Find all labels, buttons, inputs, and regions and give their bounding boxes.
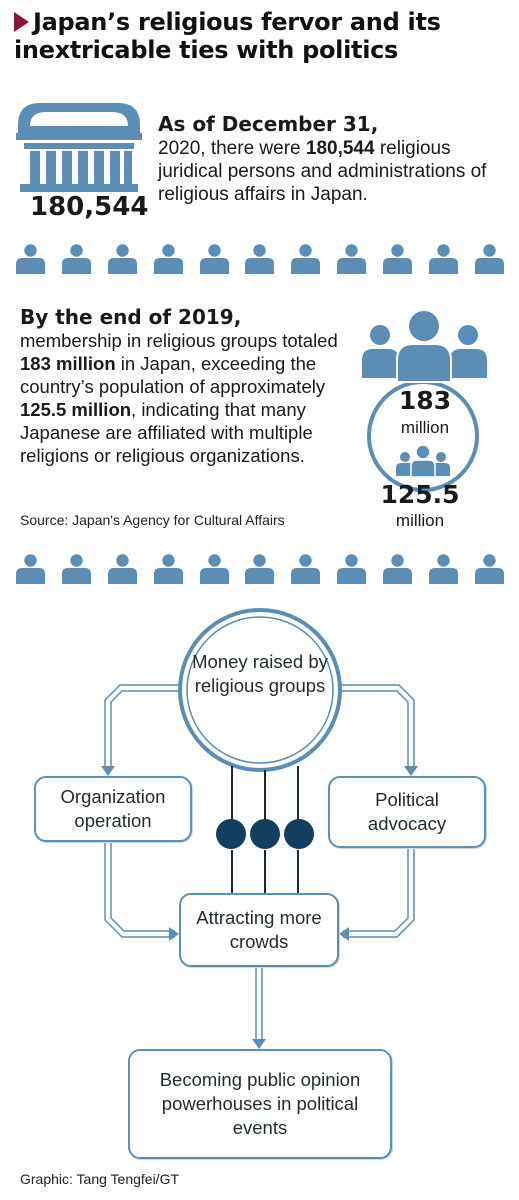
people-row-1: [16, 244, 504, 274]
person-icon: [16, 554, 45, 584]
title-marker-icon: [14, 12, 29, 32]
person-icon: [429, 244, 458, 274]
person-icon: [337, 244, 366, 274]
page-title: Japan’s religious fervor and its inextri…: [14, 8, 441, 64]
person-icon: [429, 554, 458, 584]
money-raised-label: Money raised by religious groups: [192, 651, 328, 696]
person-icon: [337, 554, 366, 584]
population-unit: million: [395, 511, 445, 530]
political-advocacy-box: Political advocacy: [328, 776, 486, 848]
person-icon: [62, 244, 91, 274]
person-icon: [200, 244, 229, 274]
membership-unit: million: [400, 418, 450, 437]
attracting-crowds-label: Attracting more crowds: [196, 907, 322, 952]
person-icon: [108, 554, 137, 584]
people-row-2: [16, 554, 504, 584]
person-icon: [154, 554, 183, 584]
person-icon: [245, 554, 274, 584]
membership-circle-icon: [362, 309, 487, 492]
membership-number: 183: [398, 386, 452, 415]
person-icon: [291, 244, 320, 274]
coin-dots: [216, 819, 314, 849]
population-number: 125.5: [380, 480, 460, 509]
person-icon: [200, 554, 229, 584]
money-circle: [178, 608, 342, 772]
political-advocacy-label: Political advocacy: [367, 789, 447, 834]
organization-operation-label: Organization operation: [60, 786, 166, 831]
organization-operation-box: Organization operation: [34, 776, 192, 842]
flow-arrowheads: [101, 766, 418, 1049]
public-opinion-label: Becoming public opinion powerhouses in p…: [159, 1069, 361, 1138]
person-icon: [475, 554, 504, 584]
person-icon: [245, 244, 274, 274]
small-people-icon: [396, 444, 450, 478]
person-icon: [108, 244, 137, 274]
graphic-credit: Graphic: Tang Tengfei/GT: [20, 1171, 180, 1187]
person-icon: [62, 554, 91, 584]
person-icon: [383, 244, 412, 274]
flow-connectors: [104, 684, 415, 1040]
person-icon: [383, 554, 412, 584]
stat2-text: By the end of 2019, membership in religi…: [20, 305, 338, 467]
person-icon: [475, 244, 504, 274]
stat1-text: As of December 31, 2020, there were 180,…: [158, 112, 487, 206]
religious-persons-count: 180,544: [30, 192, 149, 222]
person-icon: [291, 554, 320, 584]
source-note: Source: Japan's Agency for Cultural Affa…: [20, 512, 285, 528]
public-opinion-box: Becoming public opinion powerhouses in p…: [128, 1049, 392, 1159]
money-lines: [231, 766, 299, 893]
person-icon: [154, 244, 183, 274]
temple-building-icon: [16, 103, 142, 192]
person-icon: [16, 244, 45, 274]
attracting-crowds-box: Attracting more crowds: [179, 893, 339, 967]
